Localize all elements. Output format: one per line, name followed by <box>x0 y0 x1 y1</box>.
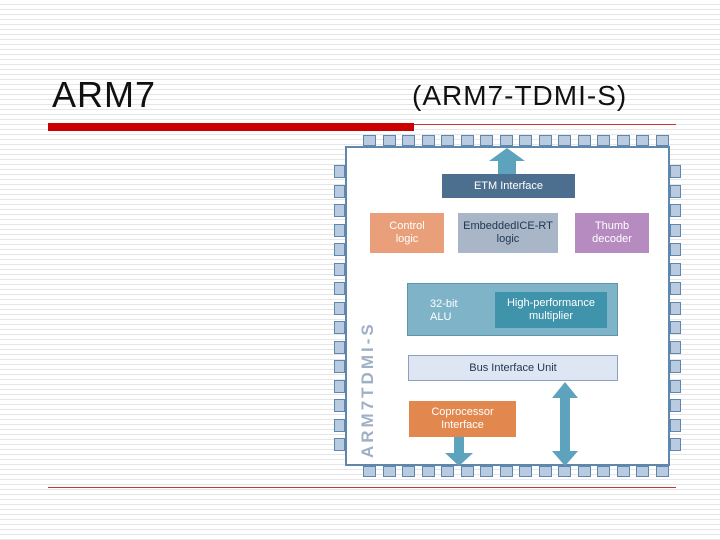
chip-pin-bottom <box>460 466 474 477</box>
chip-pin-top <box>441 135 454 146</box>
chip-pin-bottom <box>382 466 396 477</box>
chip-pin-bottom <box>499 466 513 477</box>
chip-pin-bottom <box>480 466 493 477</box>
chip-pin-right <box>670 399 681 412</box>
chip-pin-top <box>558 135 571 146</box>
chip-pin-top <box>480 135 493 146</box>
chip-pin-left <box>334 223 345 237</box>
chip-pin-top <box>655 135 669 146</box>
chip-pin-left <box>334 262 345 276</box>
coprocessor-down-arrow <box>445 437 473 466</box>
chip-pin-left <box>334 438 345 451</box>
chip-pin-top <box>402 135 415 146</box>
chip-pin-right <box>670 340 681 354</box>
chip-pin-bottom <box>519 466 532 477</box>
chip-pin-top <box>538 135 552 146</box>
chip-pin-right <box>670 223 681 237</box>
title-divider-line <box>414 124 676 125</box>
chip-pin-left <box>334 321 345 334</box>
chip-pin-right <box>670 165 681 178</box>
chip-pin-bottom <box>577 466 591 477</box>
chip-pin-left <box>334 282 345 295</box>
chip-pin-left <box>334 340 345 354</box>
chip-pin-right <box>670 204 681 217</box>
chip-pin-bottom <box>421 466 435 477</box>
bus-bidirectional-arrow <box>552 382 578 466</box>
chip-pin-top <box>460 135 474 146</box>
chip-pin-top <box>636 135 649 146</box>
slide-subtitle: (ARM7-TDMI-S) <box>412 80 628 111</box>
chip-pin-top <box>363 135 376 146</box>
footer-divider-line <box>48 487 676 488</box>
chip-pin-bottom <box>597 466 610 477</box>
chip-pin-top <box>499 135 513 146</box>
bus-interface-unit-block: Bus Interface Unit <box>408 355 618 381</box>
chip-pin-bottom <box>363 466 376 477</box>
slide-title: ARM7 <box>52 74 157 115</box>
chip-pin-left <box>334 301 345 315</box>
chip-pin-right <box>670 301 681 315</box>
chip-pin-left <box>334 418 345 432</box>
chip-pin-right <box>670 184 681 198</box>
chip-pin-top <box>597 135 610 146</box>
chip-pin-top <box>616 135 630 146</box>
chip-pin-left <box>334 204 345 217</box>
chip-pin-top <box>577 135 591 146</box>
title-underline-bar <box>48 123 414 131</box>
chip-pin-bottom <box>636 466 649 477</box>
chip-pin-left <box>334 360 345 373</box>
chip-pin-bottom <box>616 466 630 477</box>
chip-pin-top <box>519 135 532 146</box>
chip-pin-left <box>334 165 345 178</box>
chip-pin-right <box>670 360 681 373</box>
chip-pin-right <box>670 379 681 393</box>
etm-up-arrow <box>489 148 525 174</box>
chip-pin-right <box>670 321 681 334</box>
chip-pin-right <box>670 418 681 432</box>
chip-pin-left <box>334 379 345 393</box>
chip-pin-top <box>421 135 435 146</box>
chip-pin-left <box>334 184 345 198</box>
chip-pin-bottom <box>558 466 571 477</box>
chip-pin-bottom <box>538 466 552 477</box>
chip-pin-top <box>382 135 396 146</box>
etm-interface-block: ETM Interface <box>442 174 575 198</box>
chip-pin-right <box>670 262 681 276</box>
chip-pin-right <box>670 243 681 256</box>
etm-interface-label: ETM Interface <box>473 179 544 192</box>
chip-pin-bottom <box>655 466 669 477</box>
chip-pin-right <box>670 282 681 295</box>
bus-interface-unit-label: Bus Interface Unit <box>469 361 557 374</box>
chip-pin-right <box>670 438 681 451</box>
chip-pin-bottom <box>441 466 454 477</box>
chip-pin-bottom <box>402 466 415 477</box>
chip-pin-left <box>334 399 345 412</box>
chip-pin-left <box>334 243 345 256</box>
